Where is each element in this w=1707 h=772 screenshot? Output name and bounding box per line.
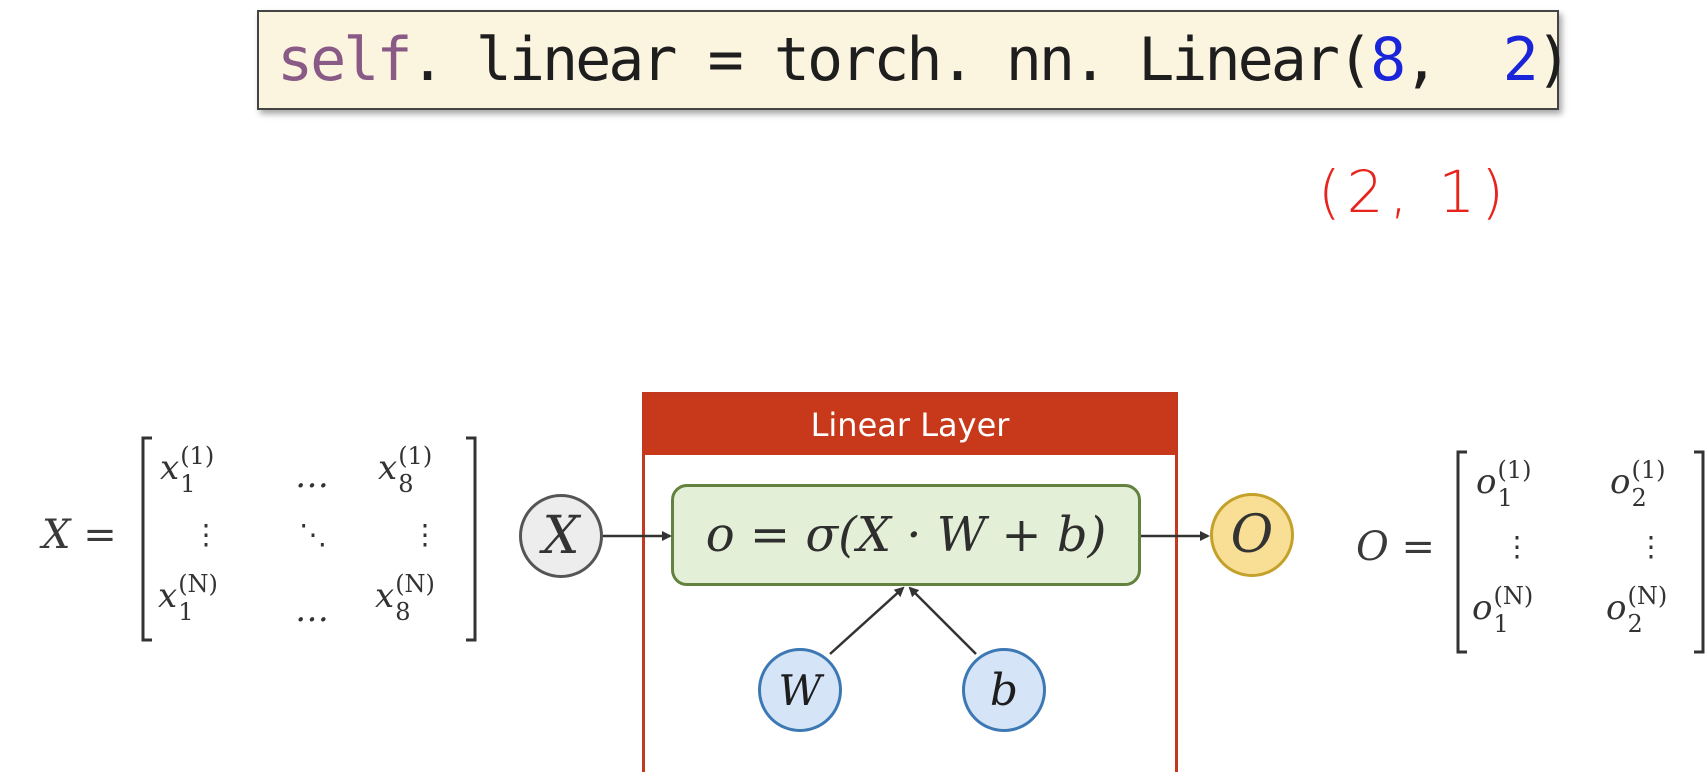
input-matrix-vdots-right: ⋮ [411, 518, 439, 551]
code-in-features: 8 [1370, 25, 1406, 95]
input-matrix-cell-bottom-right: x(N)8 [375, 570, 435, 626]
output-matrix-vdots-right: ⋮ [1637, 530, 1665, 563]
output-matrix-cell-bottom-left: o(N)1 [1472, 582, 1534, 638]
output-matrix-right-bracket [1694, 450, 1705, 654]
code-linear-call: . linear = torch. nn. Linear( [409, 25, 1374, 95]
output-node-o: O [1210, 493, 1294, 577]
input-matrix-right-bracket [466, 436, 477, 642]
input-matrix-cell-top-right: x(1)8 [378, 442, 433, 498]
arrow-w-to-formula [829, 586, 905, 655]
input-matrix-hdots-bottom: … [295, 590, 329, 630]
input-matrix-cell-bottom-left: x(N)1 [158, 570, 218, 626]
code-snippet: self. linear = torch. nn. Linear(8, 2) [257, 10, 1572, 110]
code-out-features: 2 [1502, 25, 1539, 95]
linear-layer-title: Linear Layer [645, 395, 1175, 455]
handwritten-annotation: (2, 1) [1318, 158, 1510, 226]
output-matrix-vdots-left: ⋮ [1503, 530, 1531, 563]
code-close-paren: ) [1535, 25, 1572, 95]
output-matrix-left-bracket [1456, 450, 1467, 654]
weight-node-w: W [758, 648, 842, 732]
layer-formula: o = σ(X · W + b) [671, 484, 1141, 586]
input-matrix-ddots: ⋱ [299, 518, 327, 551]
code-self-keyword: self [277, 25, 412, 95]
code-separator: , [1403, 25, 1503, 95]
input-matrix-vdots-left: ⋮ [192, 518, 220, 551]
output-matrix-cell-top-right: o(1)2 [1610, 456, 1666, 512]
output-matrix-cell-top-left: o(1)1 [1476, 456, 1532, 512]
output-matrix-cell-bottom-right: o(N)2 [1606, 582, 1668, 638]
input-matrix-hdots-top: … [295, 456, 329, 496]
arrow-b-to-formula [908, 586, 977, 655]
input-matrix-left-bracket [141, 436, 152, 642]
connection-arrows [141, 436, 1705, 655]
input-matrix-cell-top-left: x(1)1 [160, 442, 215, 498]
input-node-x: X [519, 494, 603, 578]
output-matrix-label: O = [1356, 524, 1436, 570]
bias-node-b: b [962, 648, 1046, 732]
input-matrix-label: X = [42, 512, 117, 558]
